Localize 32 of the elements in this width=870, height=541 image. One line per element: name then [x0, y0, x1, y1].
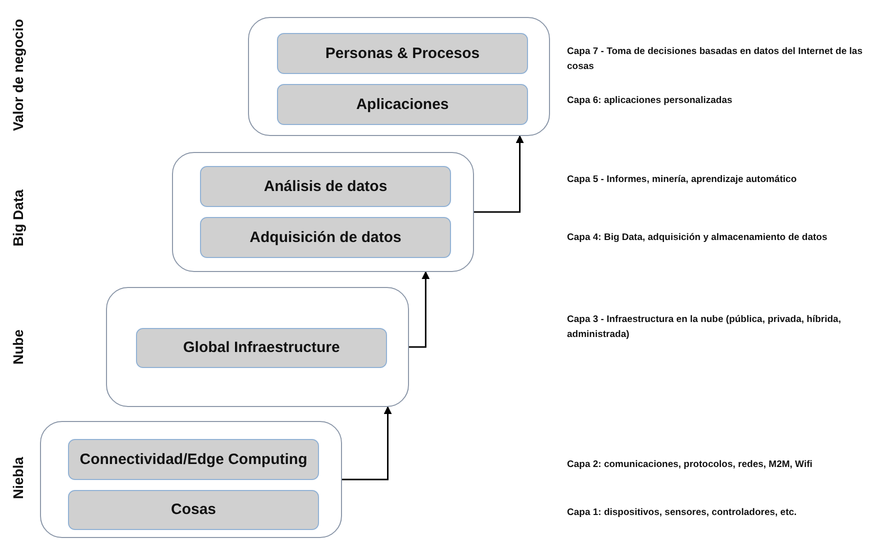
layer-box	[277, 84, 528, 125]
group-box	[248, 17, 550, 136]
layer-description: Capa 7 - Toma de decisiones basadas en datos del Internet de las cosas	[567, 45, 864, 74]
group-box	[40, 421, 342, 538]
layer-description: Capa 4: Big Data, adquisición y almacenamiento de datos	[567, 231, 828, 245]
layer-description: Capa 1: dispositivos, sensores, controladores, etc.	[567, 506, 798, 520]
box-label: Adquisición de datos	[250, 230, 402, 246]
arrow	[474, 135, 524, 213]
tier-label: Big Data	[10, 190, 26, 246]
arrow	[342, 406, 392, 480]
layer-description: Capa 6: aplicaciones personalizadas	[567, 94, 734, 108]
box-label: Global Infraestructure	[183, 340, 340, 356]
arrow	[409, 271, 430, 348]
group-box	[172, 152, 474, 272]
layer-description: Capa 3 - Infraestructura en la nube (pública, privada, híbrida, administrada)	[567, 313, 842, 342]
group-box	[106, 287, 409, 407]
layer-description: Capa 2: comunicaciones, protocolos, redes, M2M, Wifi	[567, 458, 814, 472]
tier-label: Nube	[10, 330, 26, 364]
box-label: Análisis de datos	[264, 178, 388, 194]
layer-box	[200, 217, 451, 258]
tier-label: Valor de negocio	[10, 18, 26, 132]
layer-box	[68, 490, 319, 530]
box-label: Aplicaciones	[356, 96, 449, 112]
layer-box	[200, 166, 451, 207]
box-label: Connectividad/Edge Computing	[80, 452, 308, 468]
layer-description: Capa 5 - Informes, minería, aprendizaje automático	[567, 173, 798, 187]
layer-box	[68, 439, 319, 480]
layer-box	[277, 33, 528, 74]
box-label: Personas & Procesos	[325, 46, 480, 62]
layer-box	[136, 328, 387, 368]
box-label: Cosas	[170, 502, 216, 518]
tier-label: Niebla	[10, 457, 26, 499]
